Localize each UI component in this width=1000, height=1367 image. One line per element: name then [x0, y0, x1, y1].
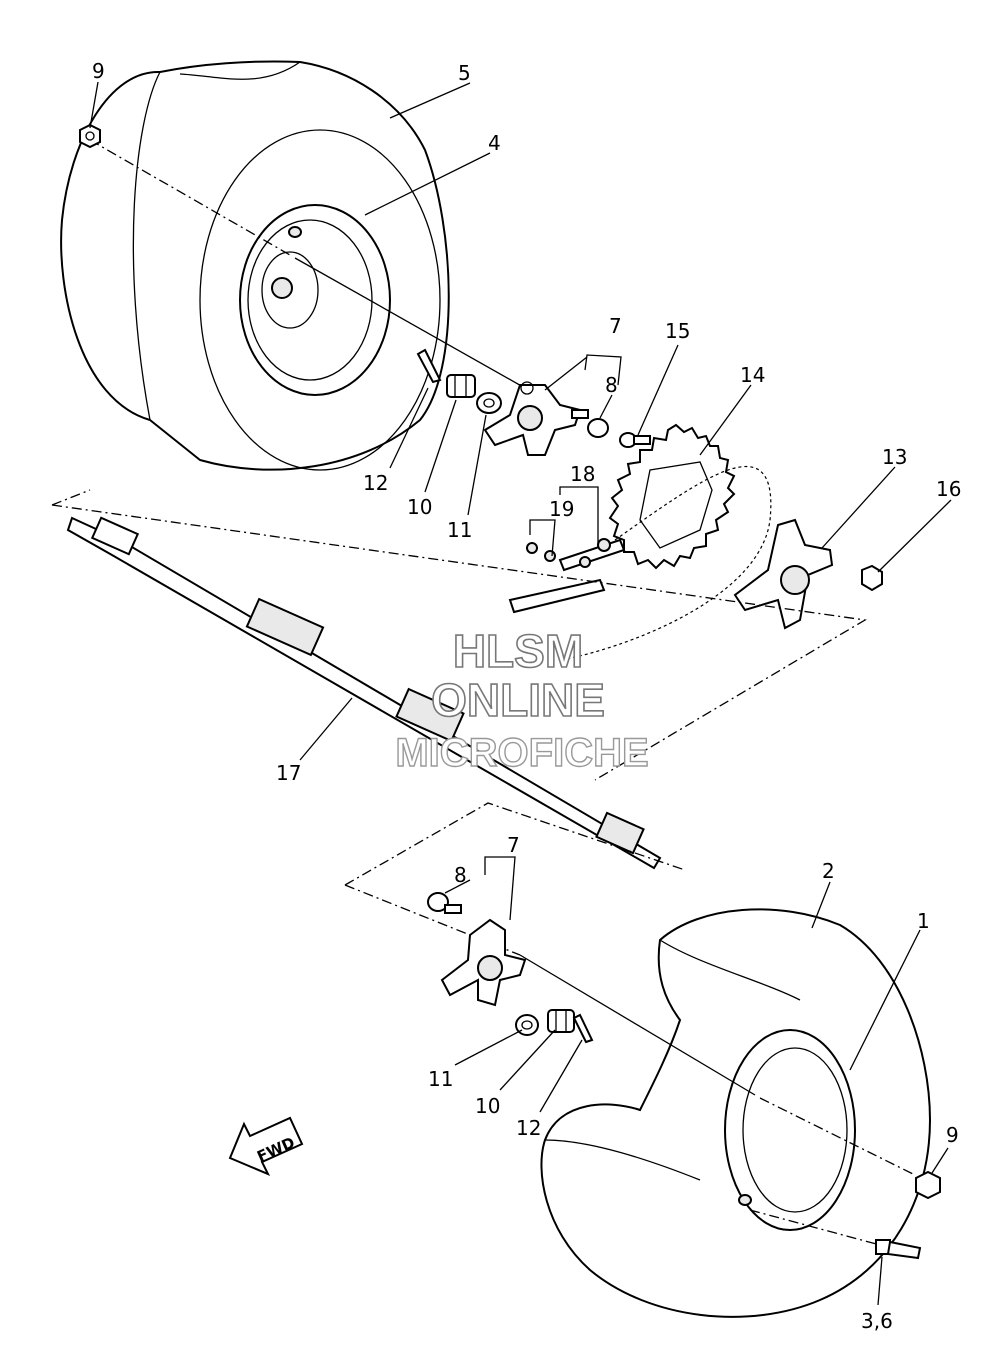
callout-9-bottom: 9 [946, 1123, 959, 1147]
callout-18: 18 [570, 462, 595, 486]
callout-10-bottom: 10 [475, 1094, 500, 1118]
callout-12-top: 12 [363, 471, 388, 495]
chain-18 [508, 465, 772, 661]
leader-lines [89, 81, 952, 1306]
callout-16: 16 [936, 477, 961, 501]
hub-7-top [483, 381, 582, 456]
callout-17: 17 [276, 761, 301, 785]
right-tire-assembly [540, 908, 932, 1318]
hub-13 [733, 518, 834, 630]
callout-8-top: 8 [605, 373, 618, 397]
watermark-line-2: ONLINE [431, 674, 605, 726]
cotter-pin-12-top [416, 348, 442, 384]
callout-13: 13 [882, 445, 907, 469]
bolt-8-top [571, 409, 609, 438]
callout-1: 1 [917, 909, 930, 933]
fwd-arrow-icon: FWD [228, 1116, 304, 1176]
right-rim [724, 1029, 856, 1231]
watermark: HLSM ONLINE MICROFICHE [395, 624, 650, 776]
washer-11-top [476, 392, 502, 414]
nut-16 [861, 564, 883, 592]
callout-9-top: 9 [92, 59, 105, 83]
callout-14: 14 [740, 363, 765, 387]
nut-9-bottom [915, 1170, 941, 1200]
cotter-pin-12-bottom [572, 1013, 594, 1044]
nut-9-top [79, 123, 101, 149]
callout-3-6: 3,6 [861, 1309, 893, 1333]
callout-2: 2 [822, 859, 835, 883]
callout-8-bottom: 8 [454, 863, 467, 887]
callout-11-top: 11 [447, 518, 472, 542]
callout-19: 19 [549, 497, 574, 521]
castle-nut-10-top [446, 374, 476, 398]
callout-11-bottom: 11 [428, 1067, 453, 1091]
hub-7-bottom [440, 918, 527, 1007]
watermark-line-3: MICROFICHE [395, 731, 648, 775]
callout-7-bottom: 7 [507, 833, 520, 857]
axle-17 [66, 516, 662, 870]
left-tire-assembly [60, 60, 450, 471]
callout-labels: 9 5 4 7 15 8 14 18 19 13 16 12 10 11 17 … [92, 59, 961, 1333]
callout-15: 15 [665, 319, 690, 343]
watermark-line-1: HLSM [453, 625, 583, 677]
bolt-8-bottom [427, 892, 462, 914]
callout-5: 5 [458, 61, 471, 85]
callout-7-top: 7 [609, 314, 622, 338]
callout-10-top: 10 [407, 495, 432, 519]
castle-nut-10-bottom [547, 1009, 575, 1033]
left-rim [239, 204, 391, 396]
callout-4: 4 [488, 131, 501, 155]
valve-3-6 [875, 1239, 922, 1260]
bolt-15 [619, 432, 651, 448]
sprocket-14 [608, 423, 736, 570]
callout-12-bottom: 12 [516, 1116, 541, 1140]
